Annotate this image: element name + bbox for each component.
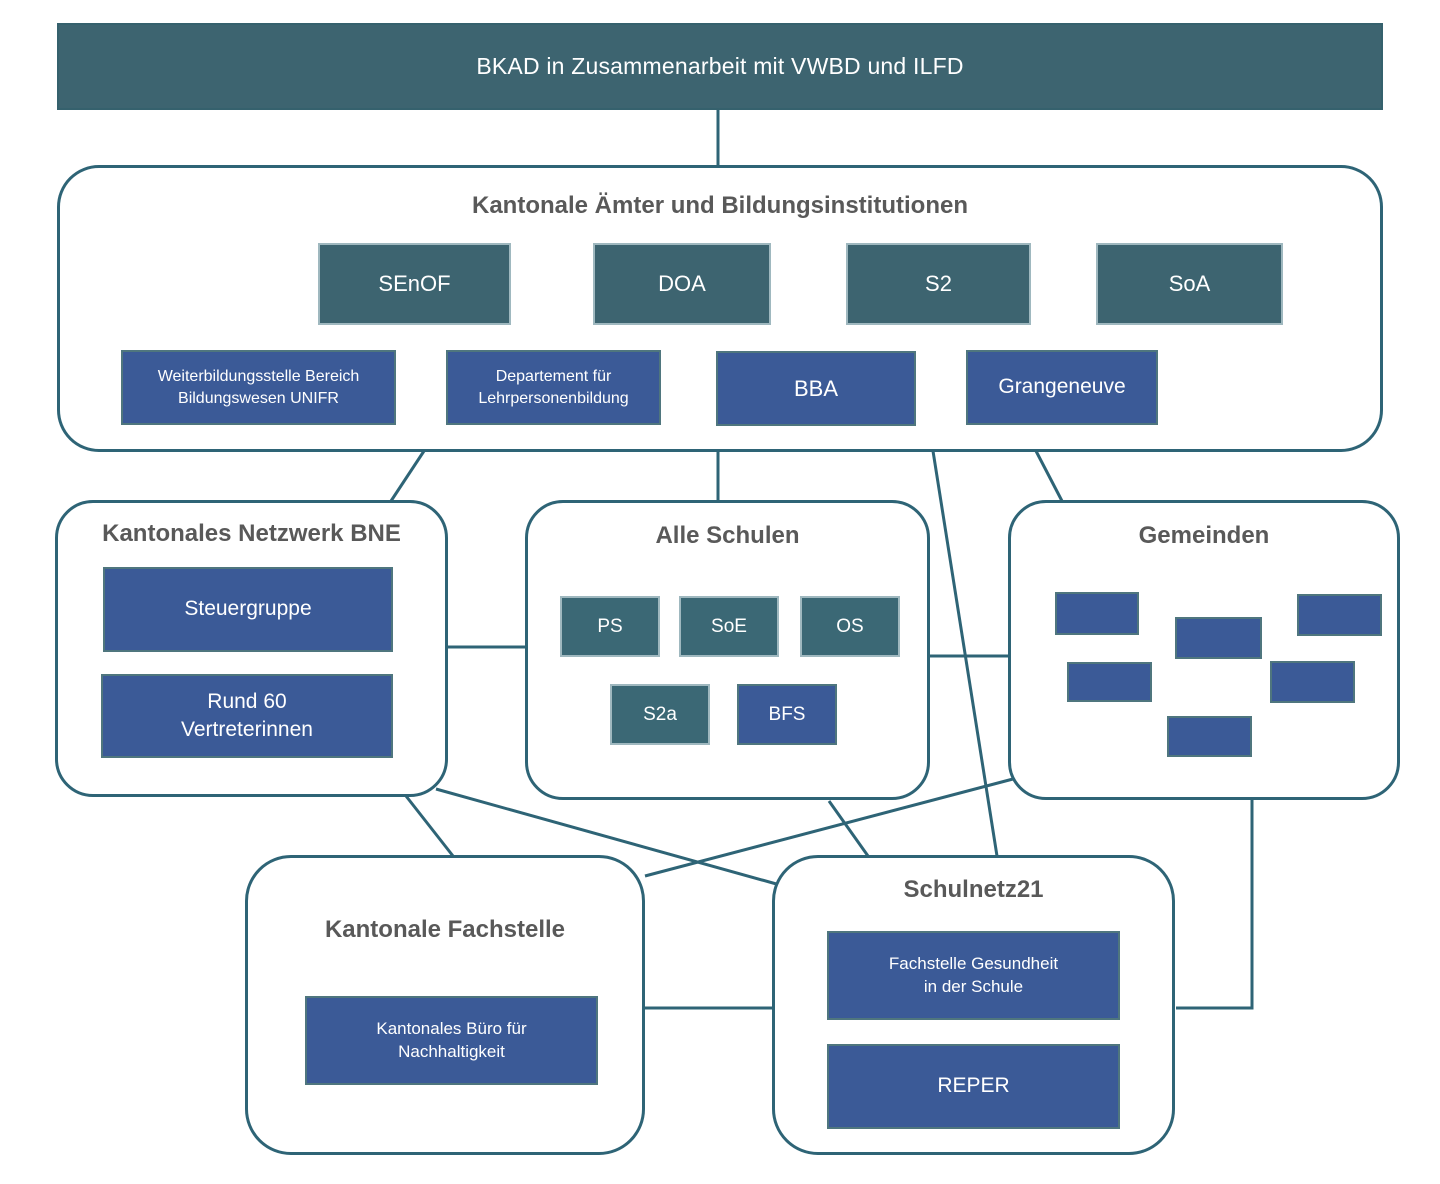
section-schulnetz-title: Schulnetz21: [903, 876, 1044, 903]
institution-box-weiterbildungsstelle: Weiterbildungsstelle Bereich Bildungswes…: [121, 350, 396, 425]
school-box-soe: SoE: [679, 596, 779, 657]
office-box-senof: SEnOF: [318, 243, 511, 325]
connector-gemeinden-schulnetz: [1176, 799, 1254, 1010]
institution-box-grangeneuve: Grangeneuve: [966, 350, 1158, 425]
school-box-os: OS: [800, 596, 900, 657]
office-box-doa: DOA: [593, 243, 771, 325]
office-box-s2: S2: [846, 243, 1031, 325]
fachstelle-box-buero: Kantonales Büro für Nachhaltigkeit: [305, 996, 598, 1085]
section-netzwerk-title: Kantonales Netzwerk BNE: [102, 520, 401, 547]
gemeinde-box: [1055, 592, 1139, 635]
gemeinde-box: [1067, 662, 1152, 702]
connector-schulen-schulnetz: [827, 800, 870, 857]
schulnetz-box-gesundheit: Fachstelle Gesundheit in der Schule: [827, 931, 1120, 1020]
connector-aemter-schulnetz: [931, 450, 999, 857]
connector-netzwerk-schulnetz: [435, 787, 781, 887]
section-aemter: Kantonale Ämter und Bildungsinstitutione…: [57, 165, 1383, 452]
section-fachstelle-title: Kantonale Fachstelle: [324, 916, 566, 943]
connector-fachstelle-gemeinden: [644, 777, 1014, 878]
gemeinde-box: [1297, 594, 1382, 636]
institution-box-departement: Departement für Lehrpersonenbildung: [446, 350, 661, 425]
netzwerk-box-vertreterinnen: Rund 60 Vertreterinnen: [101, 674, 393, 758]
schulnetz-box-reper: REPER: [827, 1044, 1120, 1129]
section-fachstelle: Kantonale Fachstelle Kantonales Büro für…: [245, 855, 645, 1155]
office-box-soa: SoA: [1096, 243, 1283, 325]
institution-box-bba: BBA: [716, 351, 916, 426]
connector-aemter-gemeinden: [1034, 450, 1064, 502]
section-netzwerk: Kantonales Netzwerk BNE Steuergruppe Run…: [55, 500, 448, 797]
section-schulen: Alle Schulen PS SoE OS S2a BFS: [525, 500, 930, 800]
section-gemeinden-title: Gemeinden: [1138, 522, 1270, 549]
section-gemeinden: Gemeinden: [1008, 500, 1400, 800]
school-box-ps: PS: [560, 596, 660, 657]
gemeinde-box: [1175, 617, 1262, 659]
section-aemter-title: Kantonale Ämter und Bildungsinstitutione…: [472, 192, 968, 219]
connector-netzwerk-fachstelle: [404, 795, 455, 857]
section-schulen-title: Alle Schulen: [655, 522, 800, 549]
school-box-s2a: S2a: [610, 684, 710, 745]
section-schulnetz: Schulnetz21 Fachstelle Gesundheit in der…: [772, 855, 1175, 1155]
banner: BKAD in Zusammenarbeit mit VWBD und ILFD: [57, 23, 1383, 110]
school-box-bfs: BFS: [737, 684, 837, 745]
netzwerk-box-steuergruppe: Steuergruppe: [103, 567, 393, 652]
gemeinde-box: [1270, 661, 1355, 703]
connector-aemter-netzwerk: [389, 450, 426, 502]
gemeinde-box: [1167, 716, 1252, 757]
